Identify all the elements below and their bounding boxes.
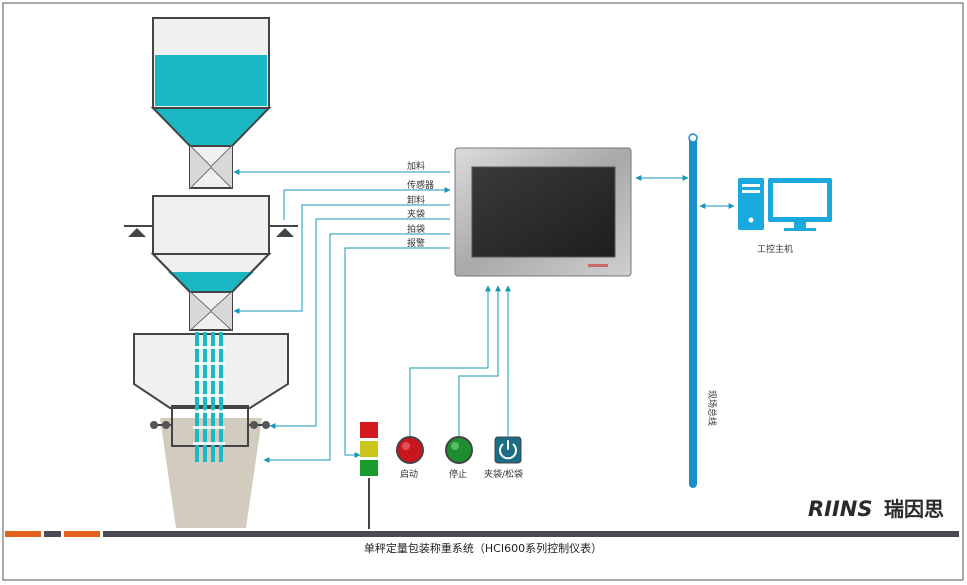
field-bus <box>688 133 698 488</box>
start-button[interactable] <box>396 436 424 464</box>
weighing-hopper <box>124 195 298 331</box>
signal-tower-light <box>360 422 378 529</box>
discharge-line <box>233 204 450 314</box>
stop-button[interactable] <box>445 436 473 464</box>
start-button-label: 启动 <box>400 468 418 480</box>
clamp-release-button-label: 夹袋/松袋 <box>484 468 523 480</box>
label-clamp: 夹袋 <box>407 208 425 220</box>
footer-bar <box>5 531 959 537</box>
diagram-caption: 单秤定量包装称重系统（HCI600系列控制仪表） <box>364 541 602 555</box>
hmi-panel <box>454 147 632 277</box>
pat-line <box>263 233 450 463</box>
storage-hopper <box>150 17 272 189</box>
light-yellow <box>360 441 378 457</box>
label-alarm: 报警 <box>407 237 425 249</box>
host-label: 工控主机 <box>757 243 793 255</box>
bus-label: 现场总线 <box>706 390 718 426</box>
material-stream <box>193 332 225 462</box>
hmi-logo-mark <box>588 264 608 267</box>
clamp-release-button[interactable] <box>494 436 522 464</box>
label-feed: 加料 <box>407 160 425 172</box>
load-cell-right <box>276 228 294 237</box>
hmi-screen <box>471 166 616 258</box>
brand-logo-text: RIINS <box>808 497 873 521</box>
label-sensor: 传感器 <box>407 179 434 191</box>
light-green <box>360 460 378 476</box>
bagging-unit <box>133 332 289 528</box>
brand-logo: RIINS 瑞因思 <box>808 497 944 521</box>
signal-lines <box>233 169 451 463</box>
label-discharge: 卸料 <box>407 194 425 206</box>
power-icon <box>499 440 517 460</box>
stop-button-label: 停止 <box>449 468 467 480</box>
computer-icon <box>738 178 832 231</box>
control-lines <box>409 285 511 438</box>
brand-name: 瑞因思 <box>884 497 944 521</box>
clamp-line <box>269 218 450 429</box>
label-pat: 拍袋 <box>407 223 425 235</box>
light-red <box>360 422 378 438</box>
alarm-line <box>344 247 450 458</box>
load-cell-left <box>128 228 146 237</box>
sensor-line <box>283 187 451 220</box>
